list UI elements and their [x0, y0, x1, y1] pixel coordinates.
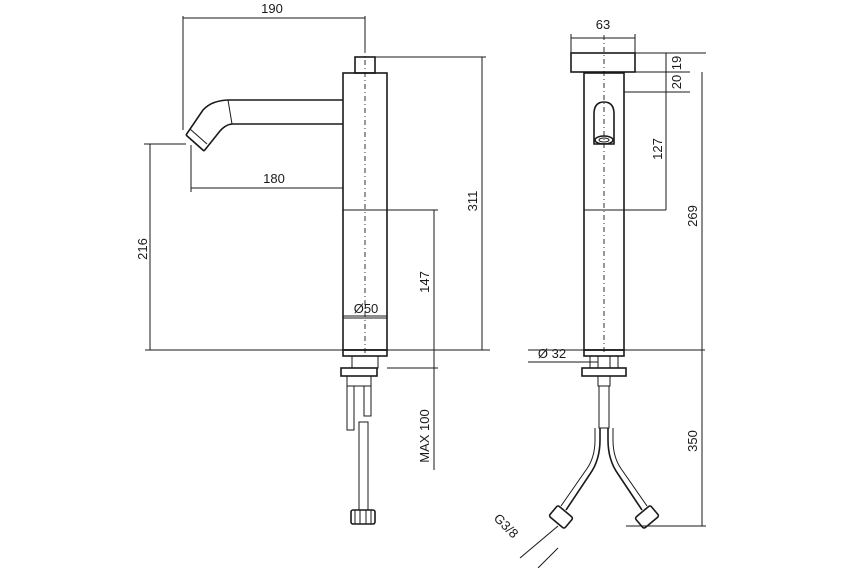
- dim-63: 63: [570, 17, 636, 53]
- dim-190: 190: [182, 1, 366, 130]
- dim-body-height-label: 269: [685, 205, 700, 227]
- dim-350: 350: [685, 350, 703, 526]
- dim-180: 180: [190, 145, 343, 192]
- dim-diameter-32: Ø 32: [528, 346, 598, 363]
- side-view: 190 180 216 311 147: [135, 1, 490, 525]
- front-view: 63 19 20 127 269 350: [491, 17, 706, 568]
- side-fixing: [340, 349, 388, 525]
- front-aerator: [593, 101, 615, 145]
- dim-thread: G3/8: [491, 511, 559, 568]
- dim-311: 311: [375, 56, 486, 350]
- dim-diameter-50: Ø50: [343, 301, 387, 319]
- dim-outlet-label: 127: [650, 138, 665, 160]
- dim-hole-diameter-label: Ø 32: [538, 346, 566, 361]
- dim-lower-body-label: 147: [417, 271, 432, 293]
- dim-269: 269: [685, 72, 703, 350]
- dim-19-20: 19 20: [665, 53, 684, 92]
- dim-outlet-to-body-label: 180: [263, 171, 285, 186]
- dim-147: 147: [387, 209, 438, 350]
- dim-gap-label: 20: [669, 75, 684, 89]
- front-fixing: [581, 349, 627, 429]
- dim-handle-height-label: 19: [669, 56, 684, 70]
- dim-216: 216: [135, 143, 186, 350]
- front-handle: [570, 52, 636, 73]
- side-spout: [185, 99, 343, 152]
- front-hoses: [548, 428, 660, 529]
- dim-max-deck-label: MAX 100: [417, 409, 432, 462]
- dim-body-diameter-label: Ø50: [354, 301, 379, 316]
- dim-127: 127: [650, 92, 667, 210]
- dim-hose-length-label: 350: [685, 430, 700, 452]
- dim-max-100: MAX 100: [387, 350, 438, 470]
- dim-spout-reach-label: 190: [261, 1, 283, 16]
- dim-thread-label: G3/8: [491, 511, 522, 542]
- dim-handle-width-label: 63: [596, 17, 610, 32]
- front-body: [583, 35, 625, 355]
- dim-outlet-height-label: 216: [135, 238, 150, 260]
- dim-total-height-label: 311: [465, 191, 480, 212]
